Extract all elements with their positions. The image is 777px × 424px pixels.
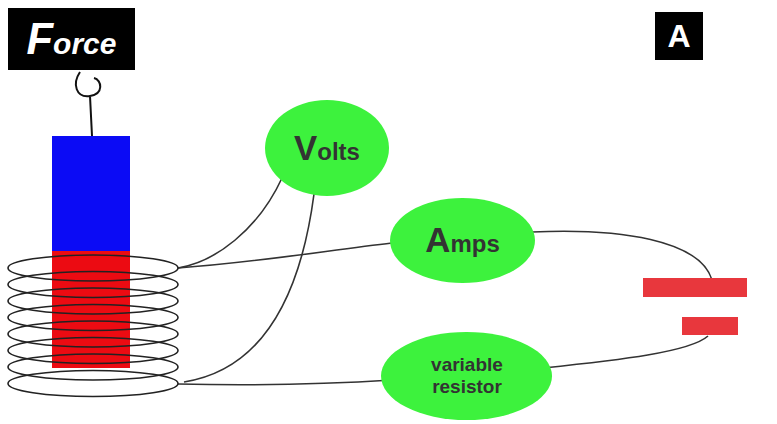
coil-winding — [8, 338, 178, 364]
voltmeter: Volts — [265, 100, 389, 196]
voltmeter-fill — [265, 100, 389, 196]
wire — [178, 178, 282, 268]
coil-winding — [8, 272, 178, 298]
wire — [532, 231, 712, 280]
wire — [178, 380, 392, 385]
coil-winding — [8, 288, 178, 314]
panel-label-fill — [655, 12, 703, 60]
coil-winding — [8, 371, 178, 397]
battery-plate — [682, 317, 738, 335]
force-box-fill — [8, 8, 135, 70]
coil-winding — [8, 305, 178, 331]
wire — [178, 243, 392, 268]
wire — [543, 336, 708, 368]
hook — [76, 72, 100, 136]
coil-winding — [8, 321, 178, 347]
variable-resistor-label: variable resistor — [411, 354, 523, 398]
coil — [8, 255, 178, 397]
variable-resistor: variable resistor — [381, 332, 552, 420]
battery-plate — [643, 278, 747, 297]
panel-label: A — [655, 12, 703, 60]
force-box: Force — [8, 8, 135, 70]
force-box-label: Force — [27, 14, 117, 64]
coil-winding — [8, 354, 178, 380]
ammeter: Amps — [390, 198, 535, 283]
ammeter-label: Amps — [425, 220, 500, 260]
ammeter-fill — [390, 198, 535, 283]
variable-resistor-fill — [381, 332, 552, 420]
magnet-south — [52, 251, 130, 368]
wire — [184, 194, 314, 382]
coil-winding — [8, 255, 178, 281]
magnet-north — [52, 136, 130, 251]
voltmeter-label: Volts — [294, 128, 360, 168]
panel-label-label: A — [667, 18, 690, 55]
